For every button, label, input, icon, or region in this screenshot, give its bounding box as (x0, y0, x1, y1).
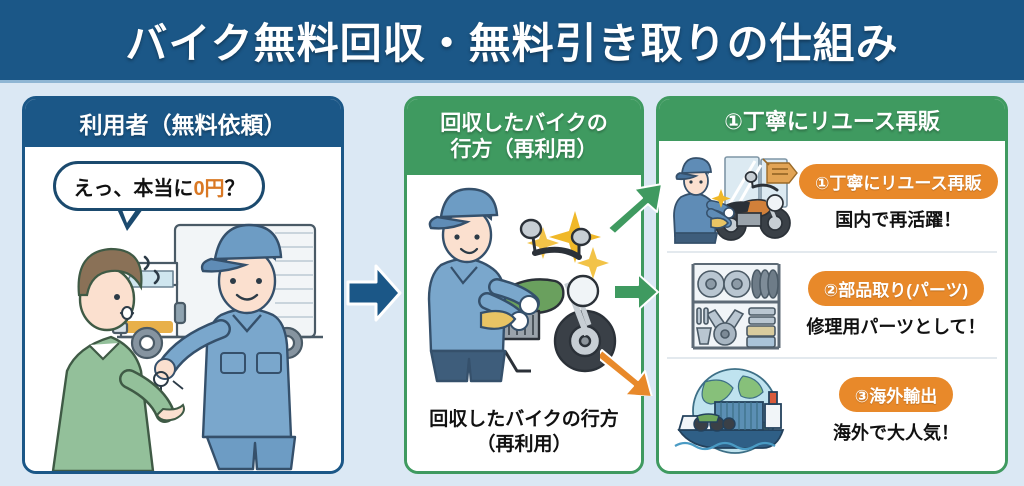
illustration-export-ship-globe (671, 362, 799, 460)
speech-suffix: ？ (224, 177, 245, 200)
status-badge: ①丁寧にリユース再販 (799, 164, 998, 199)
panel-mid-header: 回収したバイクの 行方（再利用） (407, 99, 641, 175)
panel-right-body: ①丁寧にリユース再販 国内で再活躍！ (659, 141, 1005, 471)
panel-mid-body: 回収したバイクの行方 （再利用） (407, 175, 641, 471)
page-header: バイク無料回収・無料引き取りの仕組み (0, 0, 1024, 80)
speech-bubble-text: えっ、本当に0円？ (73, 172, 244, 201)
panel-right-header: ①丁寧にリユース再販 (659, 99, 1005, 141)
panel-mid-caption-line2: （再利用） (476, 433, 572, 455)
panel-right-header-label: ①丁寧にリユース再販 (724, 109, 940, 134)
row-text-group: ①丁寧にリユース再販 国内で再活躍！ (799, 164, 998, 232)
panel-mid-caption: 回収したバイクの行方 （再利用） (407, 408, 641, 457)
speech-bubble: えっ、本当に0円？ (53, 161, 265, 211)
panel-left-header-label: 利用者（無料依頼） (79, 112, 287, 138)
page-title: バイク無料回収・無料引き取りの仕組み (125, 19, 899, 67)
panel-reuse-destination: 回収したバイクの 行方（再利用） (404, 96, 644, 474)
speech-prefix: えっ、本当に (73, 177, 194, 200)
speech-bubble-tail (117, 207, 143, 231)
list-item[interactable]: ②部品取り(パーツ) 修理用パーツとして！ (667, 251, 997, 357)
panel-reuse-options: ①丁寧にリユース再販 (656, 96, 1008, 474)
orange-down-right-arrow-icon (600, 340, 662, 396)
panel-mid-header-line1: 回収したバイクの (440, 112, 608, 136)
header-underline (0, 80, 1024, 83)
panel-mid-caption-line1: 回収したバイクの行方 (429, 409, 619, 431)
illustration-parts-shelf (671, 256, 799, 354)
illustration-resale-showroom (671, 149, 799, 247)
panel-left-header: 利用者（無料依頼） (25, 99, 341, 147)
illustration-customer-handover (25, 203, 341, 471)
row-caption: 海外で大人気！ (833, 423, 959, 443)
green-right-arrow-icon (612, 272, 660, 312)
green-up-right-arrow-icon (606, 182, 666, 238)
blue-right-arrow-icon (346, 262, 402, 324)
panel-left-body: えっ、本当に0円？ (25, 147, 341, 471)
row-caption: 国内で再活躍！ (835, 210, 962, 230)
panel-mid-header-line2: 行方（再利用） (450, 138, 598, 161)
status-badge: ③海外輸出 (838, 377, 954, 412)
illustration-worker-polishing-motorcycle (407, 175, 641, 387)
panel-user-request: 利用者（無料依頼） えっ、本当に0円？ (22, 96, 344, 474)
row-text-group: ③海外輸出 海外で大人気！ (799, 377, 993, 445)
status-badge: ②部品取り(パーツ) (807, 271, 985, 306)
row-text-group: ②部品取り(パーツ) 修理用パーツとして！ (799, 271, 993, 339)
list-item[interactable]: ③海外輸出 海外で大人気！ (667, 357, 997, 463)
list-item[interactable]: ①丁寧にリユース再販 国内で再活躍！ (667, 145, 998, 251)
speech-highlight: 0円 (193, 177, 225, 200)
row-caption: 修理用パーツとして！ (806, 317, 986, 337)
